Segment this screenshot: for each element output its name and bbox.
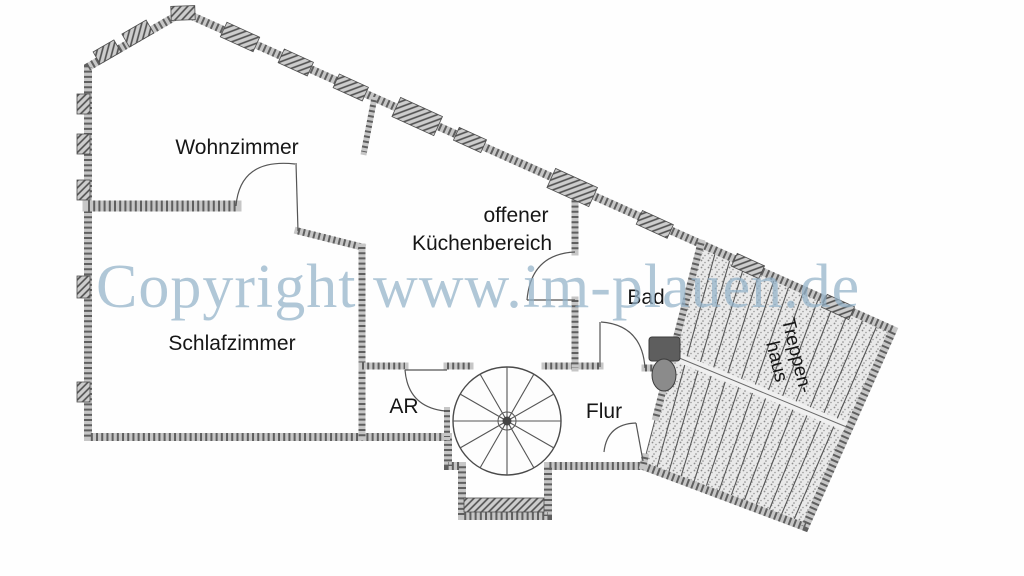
toilet-icon [648,336,681,392]
room-labels: Wohnzimmer offener Küchenbereich Bad Sch… [168,136,815,423]
room-label-kueche-line2: Küchenbereich [412,232,552,255]
wall-piers [76,5,856,513]
outer-walls [84,7,899,533]
room-label-flur: Flur [586,400,622,423]
door-arcs [235,162,646,462]
room-label-schlafzimmer: Schlafzimmer [168,332,295,355]
room-label-abstellraum: AR [389,395,418,418]
spiral-staircase [452,366,562,476]
room-label-wohnzimmer: Wohnzimmer [175,136,298,159]
room-label-kueche-line1: offener [484,204,549,227]
room-label-bad: Bad [627,286,664,309]
stairwell-area [642,242,894,528]
stair-flight-divider [671,354,850,429]
